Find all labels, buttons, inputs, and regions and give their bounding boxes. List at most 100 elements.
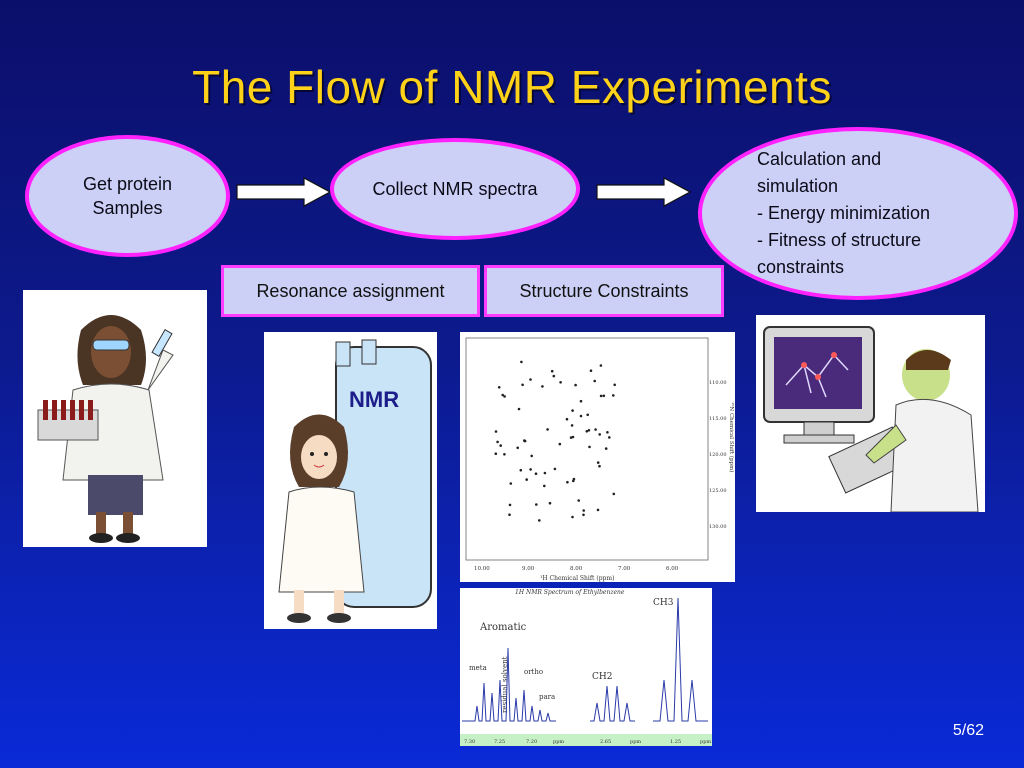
svg-text:ppm: ppm [700, 739, 711, 745]
hsqc-peak [574, 383, 577, 387]
step-get-samples-label: Get protein Samples [82, 174, 173, 218]
hsqc-peak [612, 492, 616, 496]
hsqc-peak [588, 445, 591, 449]
svg-text:10.00: 10.00 [474, 566, 490, 572]
hsqc-peak [501, 393, 504, 397]
hsqc-peak [606, 431, 609, 434]
step-collect-spectra: Collect NMR spectra [330, 138, 580, 240]
hsqc-peak [529, 378, 532, 381]
hsqc-peak [497, 386, 501, 389]
svg-text:125.00: 125.00 [709, 488, 727, 494]
hsqc-peak [579, 399, 583, 403]
arrow-right-icon [596, 177, 692, 207]
hsqc-peak [523, 439, 527, 443]
hsqc-peak [494, 452, 498, 455]
step-calculation-label: Calculation and simulation - Energy mini… [757, 149, 931, 277]
hsqc-peak [612, 394, 615, 397]
step-collect-spectra-label: Collect NMR spectra [372, 179, 538, 199]
hsqc-peak [552, 374, 556, 378]
svg-text:7.30: 7.30 [464, 739, 475, 745]
hsqc-peak [543, 471, 547, 475]
hsqc-peak [571, 435, 575, 439]
hsqc-spectrum-image: 10.00 9.00 8.00 7.00 6.00 ¹H Chemical Sh… [460, 332, 735, 582]
hsqc-peak [599, 394, 603, 398]
hsqc-peak [602, 394, 606, 398]
hsqc-peak [594, 428, 597, 431]
hsqc-peak [608, 436, 611, 439]
page-number: 5/62 [952, 722, 984, 739]
computer-icon [763, 326, 979, 512]
resonance-assignment-box: Resonance assignment [221, 265, 480, 317]
hsqc-peak [613, 383, 616, 387]
structure-constraints-box: Structure Constraints [484, 265, 724, 317]
hsqc-peak [519, 468, 523, 472]
ethylbenzene-spectrum-image: 1H NMR Spectrum of Ethylbenzene Aromatic… [460, 588, 712, 746]
hsqc-peak [503, 395, 506, 398]
spectrum-para-label: para [539, 693, 555, 701]
hsqc-peak [550, 369, 554, 373]
hsqc-peak [538, 519, 541, 522]
spectrum-residual-label: residual solvent [501, 656, 509, 713]
hsqc-yaxis-label: ¹⁵N Chemical Shift (ppm) [728, 402, 735, 472]
svg-text:7.25: 7.25 [494, 739, 505, 745]
svg-text:ppm: ppm [553, 739, 564, 745]
hsqc-peak [496, 440, 499, 444]
hsqc-peak [566, 480, 569, 484]
hsqc-peak [599, 364, 603, 367]
svg-text:9.00: 9.00 [522, 566, 535, 572]
svg-text:110.00: 110.00 [709, 380, 727, 386]
svg-text:ppm: ppm [630, 739, 641, 745]
spectrum-meta-label: meta [469, 664, 487, 672]
hsqc-peak [543, 484, 546, 488]
hsqc-peak [525, 478, 528, 481]
hsqc-peak [598, 433, 601, 436]
spectrum-ch2-label: CH2 [592, 672, 612, 682]
hsqc-peak [508, 503, 512, 507]
hsqc-peak [577, 499, 580, 502]
hsqc-xticks: 10.00 9.00 8.00 7.00 6.00 [474, 566, 679, 572]
hsqc-peak [508, 513, 511, 516]
step-get-samples: Get protein Samples [25, 135, 230, 257]
hsqc-peak [520, 360, 523, 364]
hsqc-peak [499, 444, 502, 447]
svg-text:1.25: 1.25 [670, 739, 681, 745]
hsqc-peak [572, 477, 576, 481]
arrow-right-icon [236, 177, 332, 207]
svg-text:8.00: 8.00 [570, 566, 583, 572]
nmr-label: NMR [349, 387, 399, 412]
hsqc-peak [565, 417, 569, 421]
hsqc-peak [571, 515, 574, 519]
svg-text:6.00: 6.00 [666, 566, 679, 572]
hsqc-peak [587, 429, 591, 432]
svg-text:115.00: 115.00 [709, 416, 727, 422]
hsqc-peak [571, 409, 574, 412]
hsqc-peak [546, 428, 549, 431]
hsqc-peak [558, 442, 562, 446]
svg-text:130.00: 130.00 [709, 524, 727, 530]
hsqc-peak [553, 467, 557, 471]
spectrum-ortho-label: ortho [524, 668, 543, 676]
hsqc-peak [570, 424, 574, 427]
hsqc-peak [559, 381, 562, 384]
hsqc-peak [548, 501, 552, 505]
spectrum-ch3-label: CH3 [653, 598, 674, 608]
hsqc-peak [529, 468, 532, 471]
hsqc-yticks: 110.00 115.00 120.00 125.00 130.00 [709, 380, 727, 530]
step-calculation: Calculation and simulation - Energy mini… [698, 127, 1018, 300]
hsqc-peak [579, 414, 583, 418]
hsqc-peak [541, 385, 544, 388]
hsqc-peak [517, 407, 521, 411]
spectrum-aromatic-label: Aromatic [479, 622, 527, 633]
hsqc-peak [503, 453, 506, 456]
hsqc-peak [494, 430, 498, 433]
hsqc-peak [596, 461, 600, 464]
hsqc-peak [586, 413, 589, 417]
hsqc-peak [582, 513, 585, 517]
slide-title: The Flow of NMR Experiments [192, 61, 832, 113]
hsqc-peak [516, 446, 519, 450]
hsqc-peak [534, 472, 538, 475]
hsqc-peak [582, 509, 585, 512]
computer-user-illustration [756, 315, 985, 512]
hsqc-peak [589, 369, 593, 372]
scientist-icon [37, 315, 174, 543]
